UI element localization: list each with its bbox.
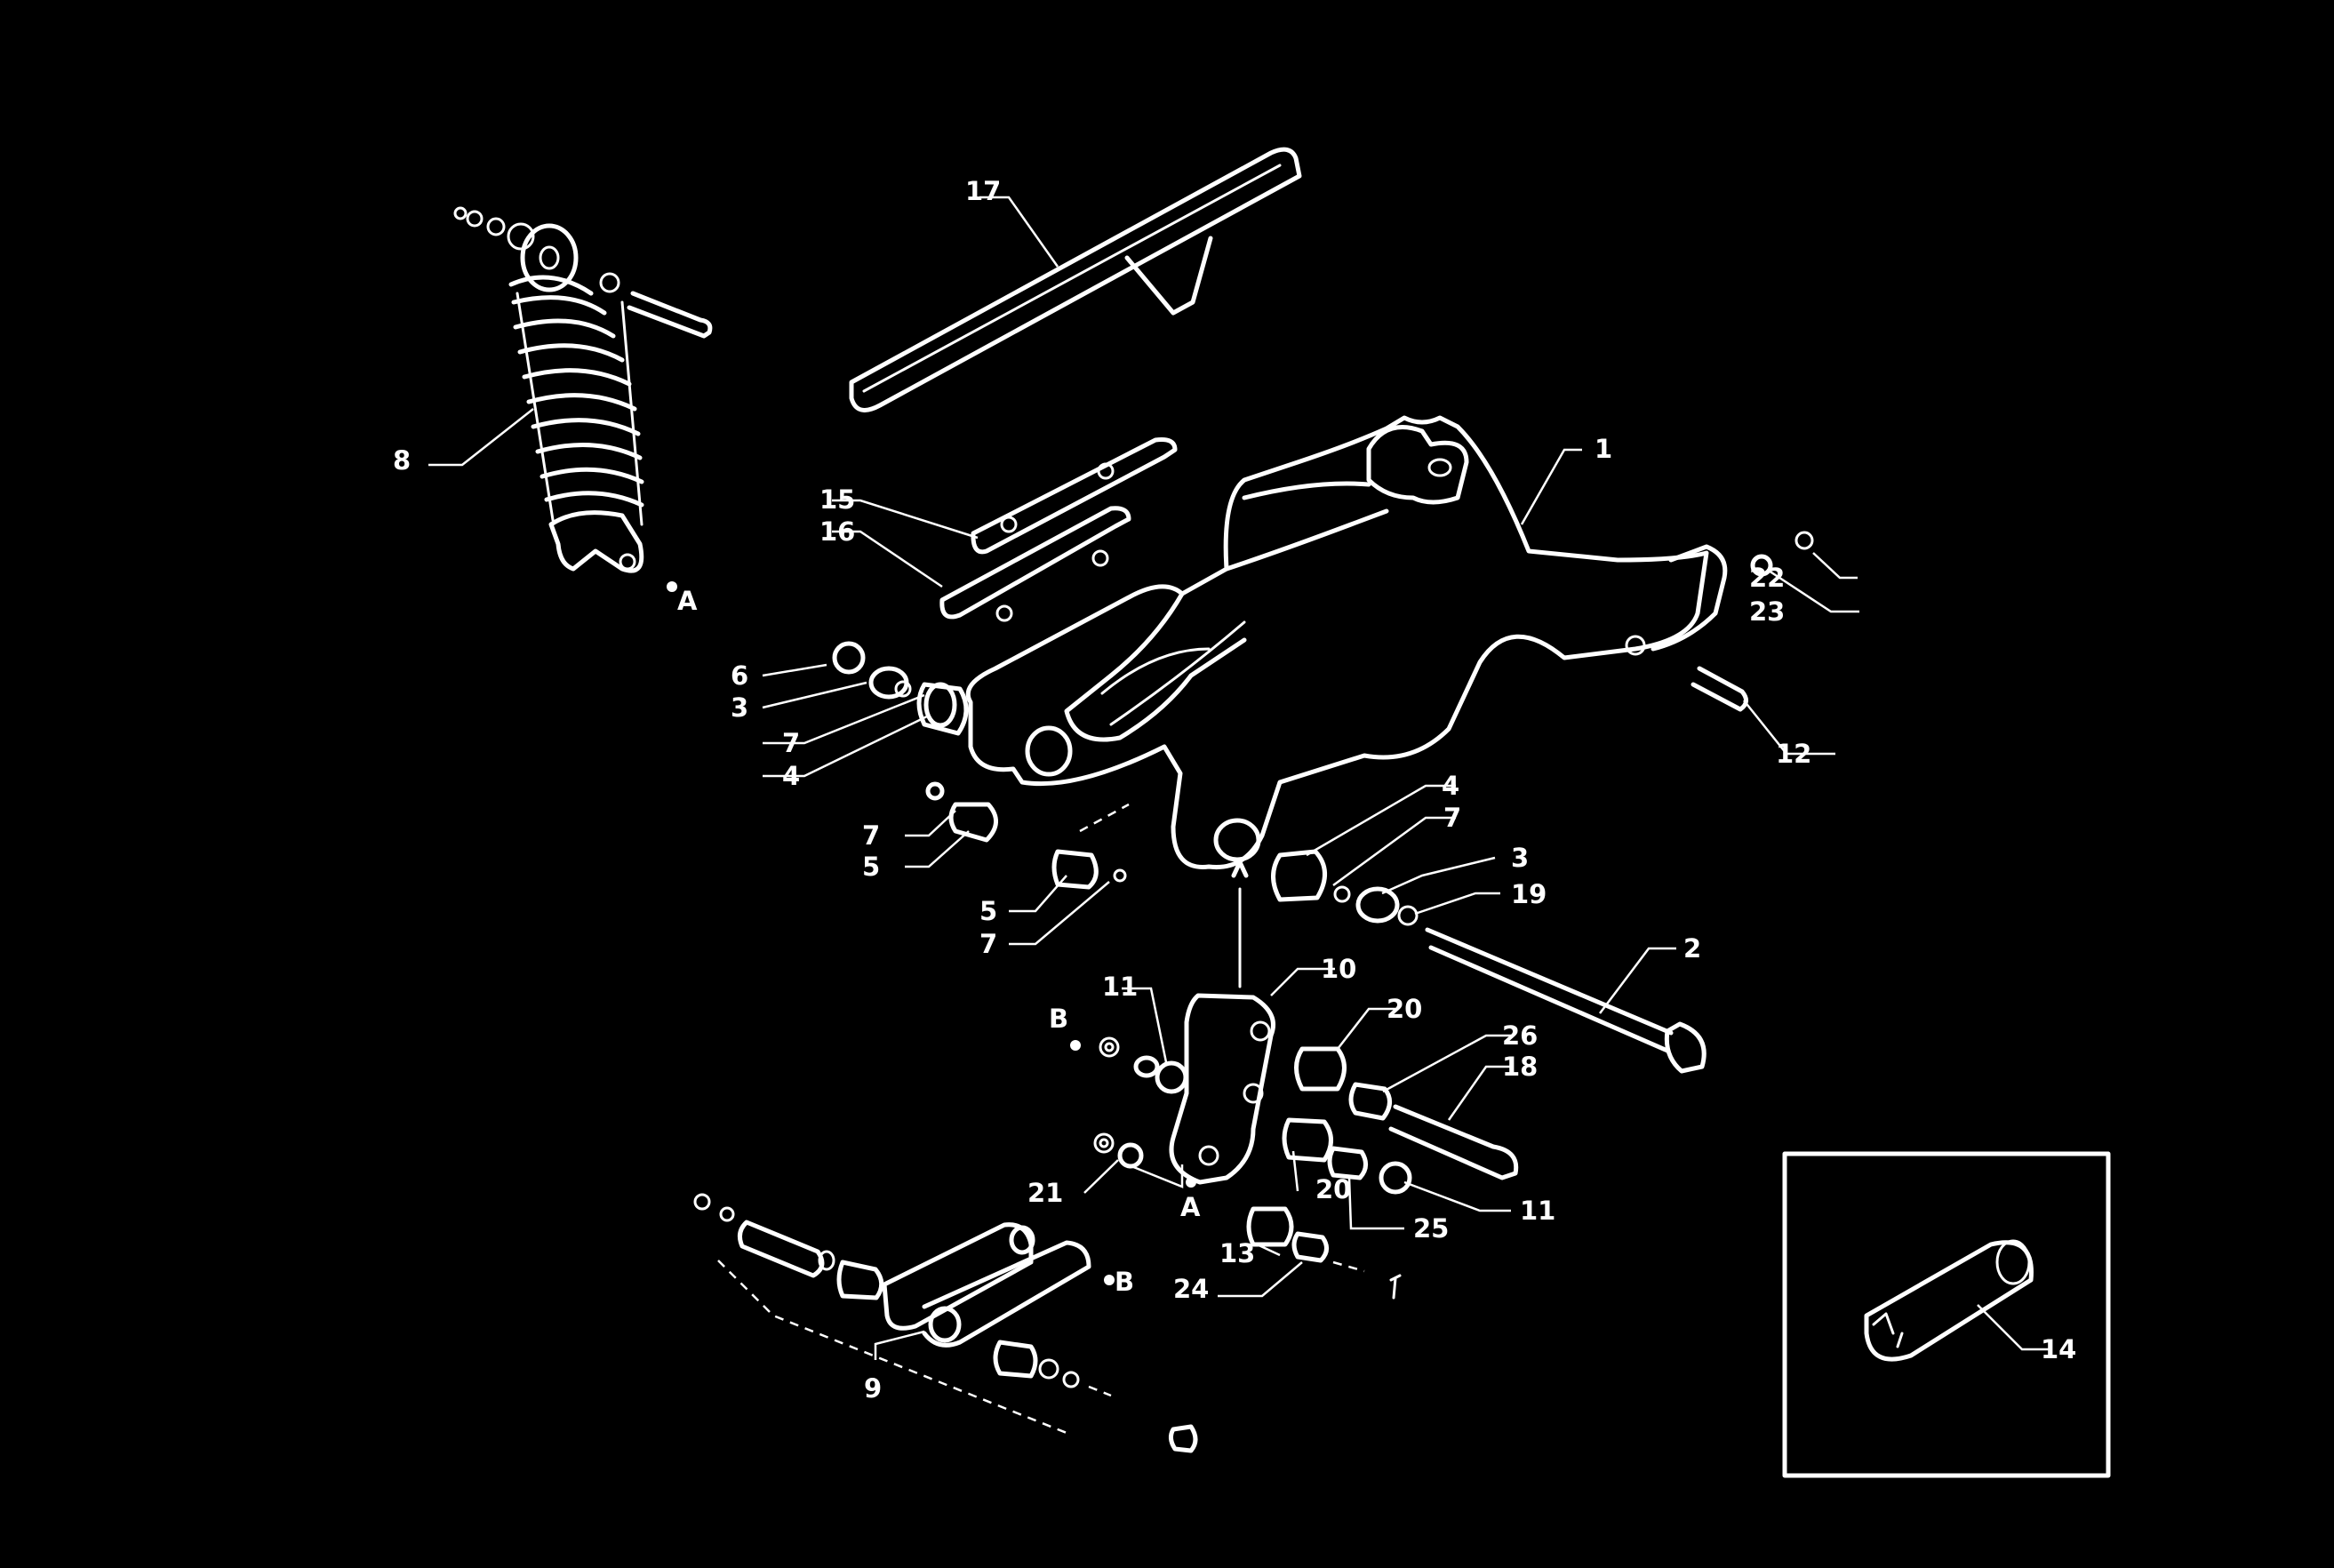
callout-18: 18	[1502, 1052, 1538, 1082]
callout-17: 17	[965, 176, 1001, 206]
callout-2: 2	[1683, 933, 1701, 964]
callout-11-top: 11	[1102, 972, 1138, 1002]
callout-11-right: 11	[1520, 1196, 1555, 1226]
inset-box	[1782, 1151, 2111, 1478]
ref-letter-b-top: B	[1049, 1004, 1068, 1034]
callout-3-right: 3	[1511, 843, 1529, 873]
chain-guard-part-17	[849, 147, 1302, 412]
inset-frame	[1782, 1151, 2111, 1478]
chain-slider-part-16	[939, 506, 1131, 622]
callout-7-lower: 7	[979, 929, 997, 959]
callout-labels: 17 1 15 16 8 6 3 7 4 7 5 5 7 4 7 3 19 2 …	[393, 176, 2076, 1404]
callout-7-left-mid: 7	[862, 820, 880, 851]
callout-24: 24	[1173, 1274, 1209, 1304]
rocker-link-part-10	[1169, 860, 1275, 1185]
callout-14: 14	[2041, 1334, 2076, 1364]
linkage-bushings	[1246, 1046, 1519, 1300]
ref-dot-a-bottom	[1186, 1177, 1196, 1188]
callout-7-left-upper: 7	[782, 728, 800, 758]
reference-letters: A B A B	[677, 586, 1201, 1297]
shock-absorber-part-8	[453, 206, 713, 573]
ref-letter-a-top: A	[677, 586, 698, 616]
callout-21: 21	[1027, 1178, 1063, 1208]
pivot-shaft-part-2	[1425, 927, 1707, 1074]
callout-20-bottom: 20	[1315, 1174, 1351, 1204]
callout-5-left: 5	[862, 852, 880, 882]
chain-slider-part-15	[971, 437, 1178, 555]
callout-5-mid: 5	[979, 896, 997, 926]
callout-26: 26	[1502, 1020, 1538, 1051]
callout-13: 13	[1219, 1238, 1255, 1268]
leader-lines	[428, 196, 2051, 1435]
callout-25: 25	[1413, 1213, 1449, 1244]
callout-15: 15	[819, 484, 855, 515]
callout-10: 10	[1321, 954, 1356, 984]
callout-22: 22	[1749, 563, 1785, 593]
callout-3-left: 3	[731, 692, 748, 723]
ref-dot-b-bottom	[1104, 1275, 1115, 1285]
ref-letter-a-bottom: A	[1180, 1192, 1201, 1222]
ref-letter-b-bottom: B	[1115, 1267, 1134, 1297]
callout-19: 19	[1511, 879, 1547, 909]
callout-4-right: 4	[1442, 771, 1459, 801]
callout-6: 6	[731, 660, 748, 691]
callout-23: 23	[1749, 596, 1785, 627]
small-fasteners	[1691, 531, 1814, 712]
right-pivot-hardware	[1271, 849, 1419, 926]
callout-9: 9	[864, 1373, 882, 1404]
swingarm-part-1	[965, 415, 1728, 870]
ref-dot-b-top	[1070, 1040, 1081, 1051]
callout-16: 16	[819, 516, 855, 547]
callout-7-right: 7	[1443, 803, 1461, 833]
callout-8: 8	[393, 445, 411, 476]
rocker-nuts	[1093, 1036, 1188, 1169]
callout-1: 1	[1595, 434, 1612, 464]
callout-12: 12	[1776, 739, 1811, 769]
ref-dot-a-top	[667, 581, 677, 592]
callout-20-top: 20	[1387, 994, 1422, 1024]
tie-rod-part-9	[693, 1193, 1198, 1453]
callout-4-left: 4	[782, 761, 800, 791]
